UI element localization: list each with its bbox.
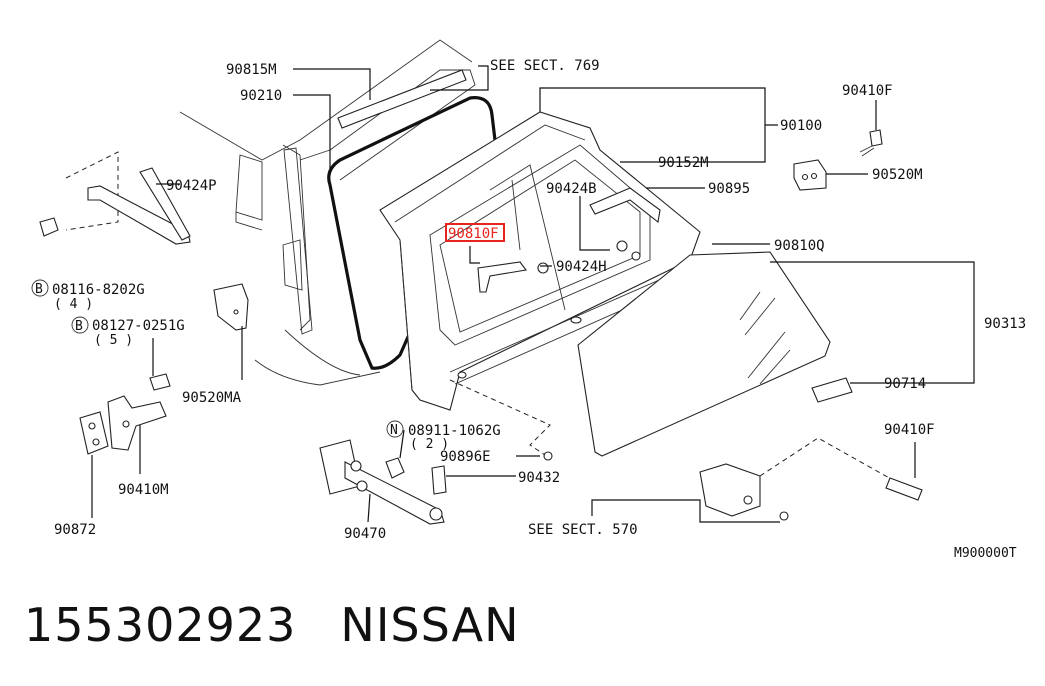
label-90815M: 90815M <box>226 62 277 78</box>
bolt-90410F-top <box>859 129 883 157</box>
nut-08911 <box>385 457 405 479</box>
label-90152M: 90152M <box>658 155 709 171</box>
label-90410F-bottom: 90410F <box>884 422 935 438</box>
clip-90896E <box>543 451 553 461</box>
back-glass-90313 <box>577 251 831 457</box>
diagram-code: M900000T <box>954 546 1017 561</box>
label-90100: 90100 <box>780 118 822 134</box>
bracket-90520MA <box>213 283 249 331</box>
handle-90424H <box>477 261 527 293</box>
label-90895: 90895 <box>708 181 750 197</box>
plate-90872 <box>79 411 109 455</box>
label-90424B: 90424B <box>546 181 597 197</box>
label-08116-qty: ( 4 ) <box>54 297 93 312</box>
bolt-08127 <box>149 373 171 391</box>
weatherstrip-90210 <box>327 96 497 370</box>
label-08911-1062G: 08911-1062G <box>408 423 501 439</box>
label-90714: 90714 <box>884 376 926 392</box>
label-08116-8202G: 08116-8202G <box>52 282 145 298</box>
brand-name: NISSAN <box>340 598 520 652</box>
label-08127-qty: ( 5 ) <box>94 333 133 348</box>
label-90424H: 90424H <box>556 259 607 275</box>
moulding-90815M <box>337 69 467 129</box>
label-90432: 90432 <box>518 470 560 486</box>
label-see-sect-769: SEE SECT. 769 <box>490 58 600 74</box>
highlight-box <box>445 223 505 242</box>
label-90520M: 90520M <box>872 167 923 183</box>
label-90424P: 90424P <box>166 178 217 194</box>
badge-b-1: B <box>35 282 43 297</box>
finisher-90895 <box>589 187 661 224</box>
vehicle-body-outline <box>179 39 476 386</box>
stay-90424P <box>39 151 191 245</box>
back-door-90100 <box>379 111 701 411</box>
bolt-90410F-bottom <box>885 477 923 501</box>
leader-lines <box>91 65 975 523</box>
label-90520MA: 90520MA <box>182 390 242 406</box>
part-number: 155302923 <box>24 598 297 652</box>
rubber-90714 <box>811 377 853 403</box>
label-90872: 90872 <box>54 522 96 538</box>
label-90210: 90210 <box>240 88 282 104</box>
badge-n: N <box>390 423 398 438</box>
badge-b-2: B <box>75 319 83 334</box>
label-90810Q: 90810Q <box>774 238 825 254</box>
label-08127-0251G: 08127-0251G <box>92 318 185 334</box>
label-see-sect-570: SEE SECT. 570 <box>528 522 638 538</box>
bracket-90520M <box>793 159 827 191</box>
bush-90432 <box>431 465 447 495</box>
hinge-90470 <box>319 439 445 525</box>
label-90470: 90470 <box>344 526 386 542</box>
label-90410M: 90410M <box>118 482 169 498</box>
hinge-lower-right <box>699 463 789 521</box>
label-90810F-highlighted: 90810F <box>448 226 499 242</box>
label-90896E: 90896E <box>440 449 491 465</box>
footer: 155302923 NISSAN <box>24 598 564 652</box>
label-90410F-top: 90410F <box>842 83 893 99</box>
parts-diagram: 90815M 90210 SEE SECT. 769 90410F 90100 … <box>31 39 1026 561</box>
hinge-90410M <box>107 395 167 451</box>
label-08911-qty: ( 2 ) <box>410 437 449 452</box>
label-90313: 90313 <box>984 316 1026 332</box>
